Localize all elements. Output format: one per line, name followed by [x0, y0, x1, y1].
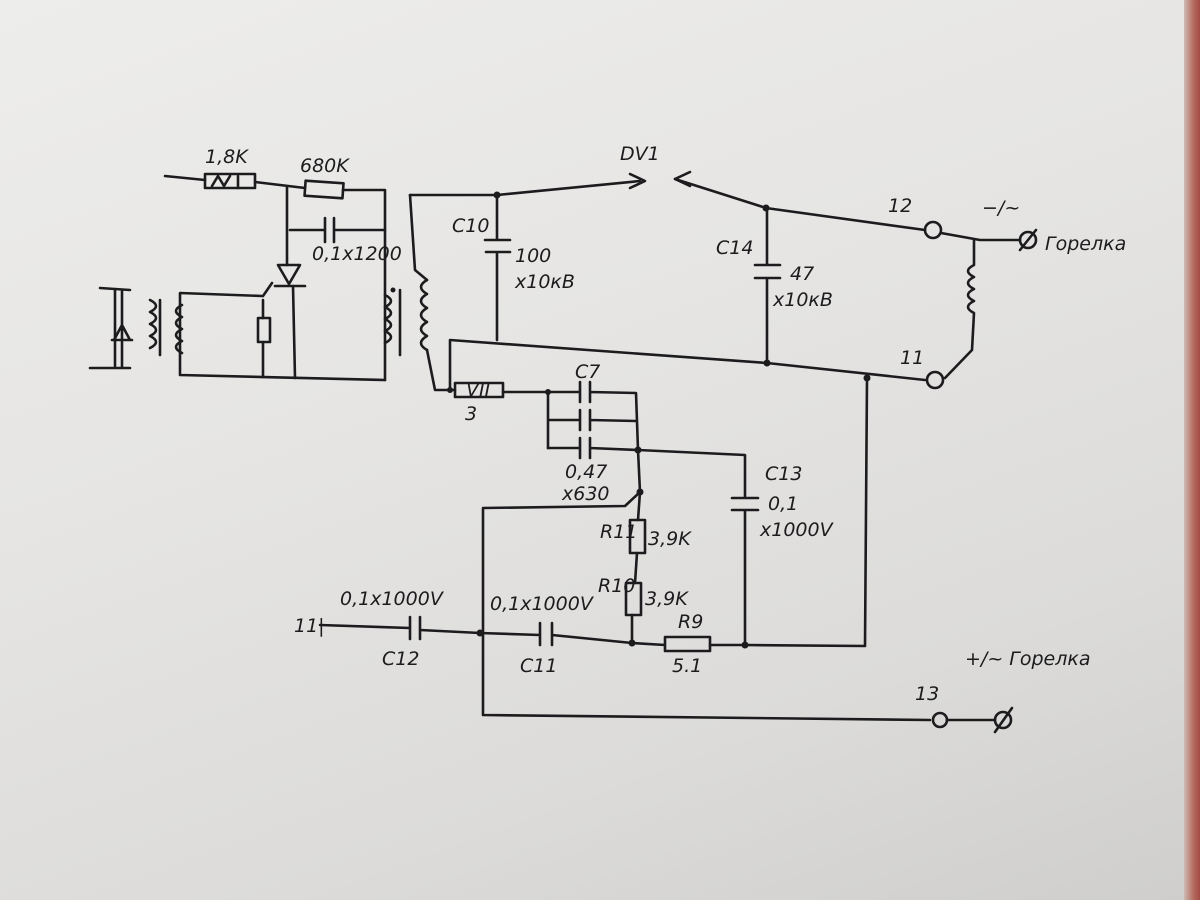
label-c11: C11: [520, 655, 557, 677]
label-c7-value-2: x630: [561, 483, 610, 505]
capacitor-c11: [478, 621, 634, 647]
rc-network: VII 3 C7 0,47 x630 C13 0,1 x1000V R11 3,…: [294, 361, 1091, 734]
label-r10-value: 3,9K: [645, 588, 689, 610]
label-r-vii-value: 3: [465, 403, 477, 425]
table-edge: [1184, 0, 1200, 900]
label-r-680k: 680K: [300, 155, 350, 177]
label-r10: R10: [598, 575, 635, 597]
capacitor-c7-b: [546, 390, 638, 450]
inductor-output: [943, 238, 976, 380]
label-terminal-11: 11: [900, 347, 924, 369]
capacitor-c7-c: [546, 436, 640, 460]
label-neg-polarity: −/~: [982, 197, 1020, 219]
input-stage: 1,8K 680K 0,1x1200: [88, 146, 402, 382]
capacitor-c10: [483, 193, 512, 342]
label-c10-value-1: 100: [515, 245, 551, 267]
torch-pos-terminal: [993, 710, 1013, 730]
thyristor: [273, 263, 307, 288]
terminal-12: [923, 220, 943, 240]
label-terminal-13: 13: [915, 683, 939, 705]
label-r9: R9: [678, 611, 703, 633]
label-c13-value-1: 0,1: [768, 493, 798, 515]
resistor-r9: [663, 635, 712, 653]
label-terminal-12: 12: [888, 195, 912, 217]
label-c12: C12: [382, 648, 419, 670]
diode-left: [88, 286, 134, 370]
hv-stage: DV1 C10 100 x10кВ C14 47 x10кВ 12 −/~ Го…: [408, 143, 1126, 393]
label-c11-value: 0,1x1000V: [490, 593, 595, 615]
transformer: [383, 193, 457, 392]
label-pos-torch: +/~ Горелка: [965, 648, 1091, 670]
label-c14: C14: [716, 237, 753, 259]
terminal-11: [925, 370, 945, 390]
label-dv1: DV1: [620, 143, 660, 165]
terminal-13: [931, 711, 949, 729]
label-r11-value: 3,9K: [648, 528, 692, 550]
label-c14-value-1: 47: [790, 263, 814, 285]
capacitor-c14: [753, 206, 782, 365]
resistor-r10: [624, 581, 643, 617]
label-c10-value-2: x10кВ: [514, 271, 575, 293]
label-torch-neg: Горелка: [1045, 233, 1126, 255]
resistor-vii: [453, 381, 505, 399]
resistor-680k: [303, 179, 345, 200]
label-r11: R11: [600, 521, 637, 543]
label-c14-value-2: x10кВ: [772, 289, 833, 311]
label-c7-value-1: 0,47: [565, 461, 607, 483]
label-r-vii: VII: [466, 379, 491, 401]
capacitor-c13: [636, 448, 760, 647]
label-c7: C7: [575, 361, 600, 383]
label-c10: C10: [452, 215, 489, 237]
torch-neg-terminal: [1018, 230, 1038, 250]
label-r-1-8k: 1,8K: [205, 146, 249, 168]
label-r9-value: 5.1: [672, 655, 702, 677]
inductor-left: [148, 298, 158, 350]
capacitor-0-1x1200: [288, 216, 387, 244]
inductor-gate: [174, 303, 184, 355]
capacitor-c12: [318, 615, 482, 641]
label-input-mark: 11|: [294, 615, 325, 637]
label-c12-value: 0,1x1000V: [340, 588, 445, 610]
label-c-0-1x1200: 0,1x1200: [312, 243, 402, 265]
resistor-gate: [256, 316, 272, 344]
label-c13-value-2: x1000V: [759, 519, 835, 541]
label-c13: C13: [765, 463, 802, 485]
capacitor-c7-a: [546, 380, 640, 452]
